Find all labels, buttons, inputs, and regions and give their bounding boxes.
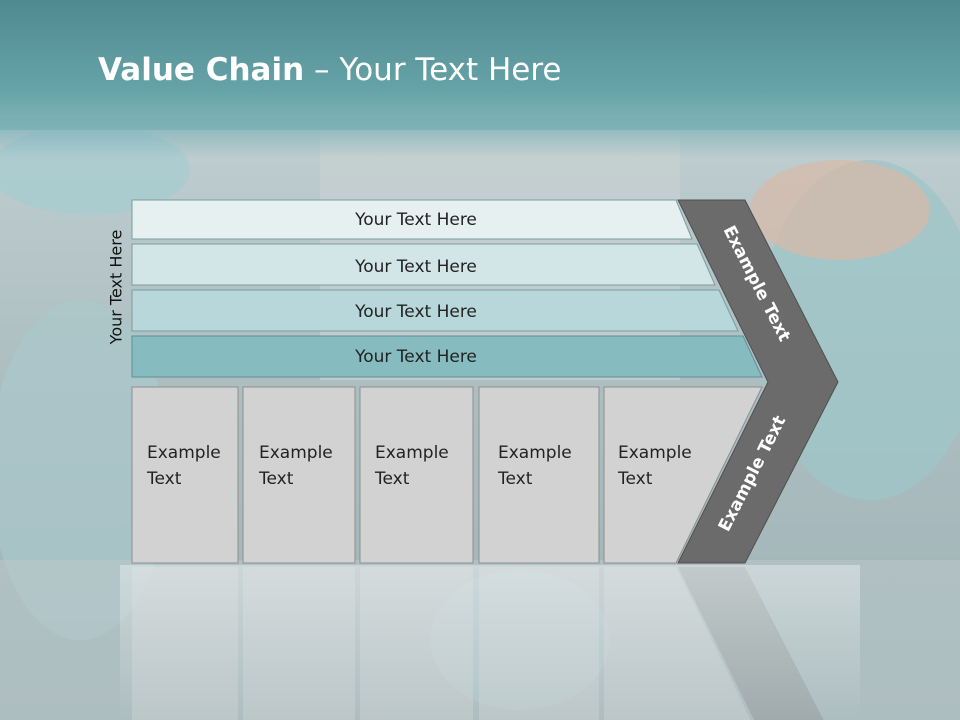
reflection-fade (120, 565, 860, 720)
box-1-line1: Example (147, 443, 221, 463)
box-2-line1: Example (259, 443, 333, 463)
box-3-line1: Example (375, 443, 449, 463)
box-1-line2: Text (146, 469, 182, 489)
bar-4-label: Your Text Here (354, 347, 477, 367)
bar-2-label: Your Text Here (354, 257, 477, 277)
box-4-line1: Example (498, 443, 572, 463)
slide-title-rest: – Your Text Here (314, 52, 562, 88)
box-5[interactable]: Example Text (603, 386, 763, 564)
bar-3[interactable]: Your Text Here (131, 289, 739, 332)
bar-4[interactable]: Your Text Here (131, 335, 763, 378)
box-3-line2: Text (374, 469, 410, 489)
box-3[interactable]: Example Text (359, 386, 474, 564)
title-bar-fade (0, 118, 960, 158)
box-5-line2: Text (617, 469, 653, 489)
box-1-shape (131, 386, 239, 564)
bar-1-shape (131, 199, 693, 240)
box-3-shape (359, 386, 474, 564)
box-5-shape (603, 386, 763, 564)
bar-2[interactable]: Your Text Here (131, 243, 716, 286)
bar-2-shape (131, 243, 716, 286)
bar-1[interactable]: Your Text Here (131, 199, 693, 240)
box-2[interactable]: Example Text (242, 386, 356, 564)
box-4[interactable]: Example Text (478, 386, 600, 564)
bar-3-label: Your Text Here (354, 302, 477, 322)
box-2-line2: Text (258, 469, 294, 489)
slide-title: Value Chain – Your Text Here (98, 52, 562, 88)
box-4-shape (478, 386, 600, 564)
chevron-shape (677, 199, 839, 564)
box-5-line1: Example (618, 443, 692, 463)
box-2-shape (242, 386, 356, 564)
title-bar (0, 0, 960, 130)
bar-3-shape (131, 289, 739, 332)
bar-4-shape (131, 335, 763, 378)
bar-1-label: Your Text Here (354, 210, 477, 230)
box-1[interactable]: Example Text (131, 386, 239, 564)
box-4-line2: Text (497, 469, 533, 489)
slide-title-bold: Value Chain (98, 52, 305, 88)
